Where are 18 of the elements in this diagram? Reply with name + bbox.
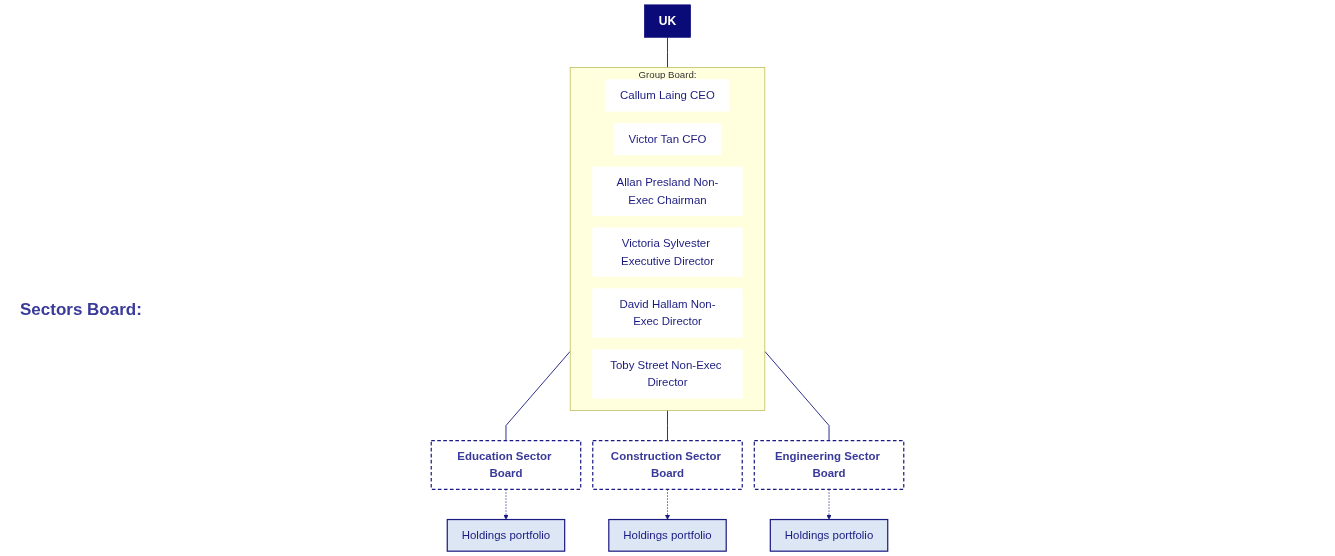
connector [764, 350, 830, 442]
connector [505, 350, 571, 442]
node-box: Holdings portfolio [608, 518, 727, 552]
connector [667, 36, 668, 68]
node-box: Allan Presland Non-Exec Chairman [592, 166, 743, 217]
node-box: Callum Laing CEO [605, 79, 730, 112]
node-box: Engineering Sector Board [753, 439, 905, 490]
node-box: Toby Street Non-Exec Director [592, 349, 743, 399]
node-box: Victoria Sylvester Executive Director [592, 227, 743, 277]
node-box: UK [644, 4, 691, 38]
node-box: Construction Sector Board [592, 439, 743, 490]
node-box: Victor Tan CFO [613, 122, 722, 156]
node-box: Holdings portfolio [446, 518, 566, 552]
node-box: David Hallam Non-Exec Director [592, 288, 743, 338]
node-box: Holdings portfolio [769, 518, 889, 552]
connector [667, 410, 668, 442]
section-label: Sectors Board: [20, 300, 142, 320]
node-box: Education Sector Board [430, 439, 582, 490]
